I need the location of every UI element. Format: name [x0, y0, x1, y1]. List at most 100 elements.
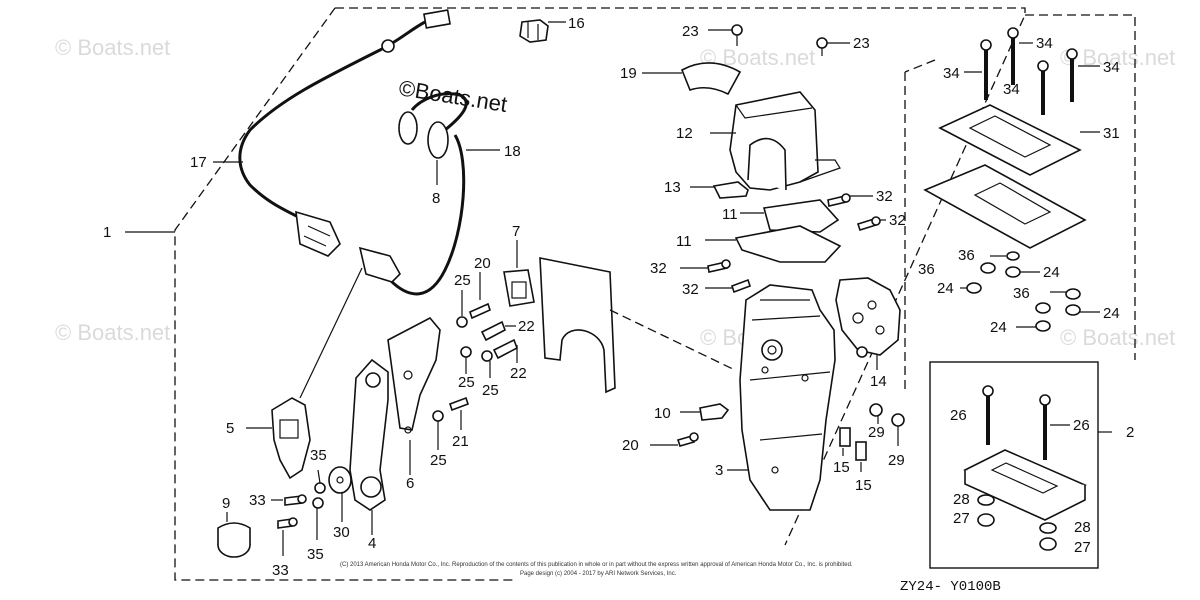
- watermark-main: ©Boats.net: [397, 75, 509, 117]
- callout-20a: 20: [474, 255, 491, 272]
- part-5-lever-cover: [246, 267, 363, 480]
- callout-24d: 24: [990, 319, 1007, 336]
- callout-24c: 24: [1103, 305, 1120, 322]
- diagram-code: ZY24- Y0100B: [900, 579, 1001, 595]
- callout-6: 6: [406, 475, 414, 492]
- part-7-grommet: [503, 240, 535, 307]
- callout-36c: 36: [1013, 285, 1030, 302]
- callout-22a: 22: [518, 318, 535, 335]
- callout-26b: 26: [1073, 417, 1090, 434]
- part-18-wire-harness: [358, 92, 500, 296]
- callout-13: 13: [664, 179, 681, 196]
- callout-25a: 25: [454, 272, 471, 289]
- hardware-20-25: [432, 272, 518, 450]
- part-6-bracket: [387, 316, 441, 475]
- nuts-washers-24-36: [960, 251, 1100, 332]
- callout-10: 10: [654, 405, 671, 422]
- callout-16: 16: [568, 15, 585, 32]
- callout-7: 7: [512, 223, 520, 240]
- callout-18: 18: [504, 143, 521, 160]
- callout-29b: 29: [888, 452, 905, 469]
- callout-20b: 20: [622, 437, 639, 454]
- callout-34b: 34: [1103, 59, 1120, 76]
- part-31-top-plate: [938, 104, 1100, 176]
- callout-14: 14: [870, 373, 887, 390]
- watermark-text: © Boats.net: [1060, 325, 1175, 350]
- callout-5: 5: [226, 420, 234, 437]
- assembly-outline-main: [174, 7, 1026, 581]
- callout-32a: 32: [876, 188, 893, 205]
- part-20-screw-lower: [650, 432, 699, 447]
- callout-17: 17: [190, 154, 207, 171]
- part-10-clamp: [680, 403, 730, 421]
- callout-2: 2: [1126, 424, 1134, 441]
- part-12-control-cover: [710, 91, 841, 191]
- callout-28a: 28: [953, 491, 970, 508]
- copyright-line-1: (C) 2013 American Honda Motor Co., Inc. …: [340, 562, 853, 568]
- callout-23a: 23: [682, 23, 699, 40]
- callout-27b: 27: [1074, 539, 1091, 556]
- screws-32: [680, 193, 886, 294]
- callout-27a: 27: [953, 510, 970, 527]
- watermark-text: © Boats.net: [55, 35, 170, 60]
- callout-8: 8: [432, 190, 440, 207]
- part-17-wire-harness: [213, 9, 451, 257]
- part-19-cover-strip: [642, 62, 742, 96]
- callout-15a: 15: [833, 459, 850, 476]
- bolts-left: [271, 469, 326, 556]
- callout-25c: 25: [482, 382, 499, 399]
- callout-34c: 34: [943, 65, 960, 82]
- part-13-clip: [690, 181, 749, 199]
- callout-12: 12: [676, 125, 693, 142]
- part-9-grip: [217, 512, 251, 558]
- callout-35a: 35: [310, 447, 327, 464]
- callout-24a: 24: [1043, 264, 1060, 281]
- callout-26a: 26: [950, 407, 967, 424]
- part-30-plate: [328, 466, 352, 522]
- callout-23b: 23: [853, 35, 870, 52]
- callout-1: 1: [103, 224, 111, 241]
- parts-15-29: [839, 403, 905, 472]
- callout-15b: 15: [855, 477, 872, 494]
- callout-4: 4: [368, 535, 376, 552]
- callout-33a: 33: [249, 492, 266, 509]
- part-11-plates: [705, 199, 842, 263]
- callout-29a: 29: [868, 424, 885, 441]
- part-4-lever-arm: [349, 358, 389, 535]
- part-8-switch: [398, 111, 449, 185]
- callout-21: 21: [452, 433, 469, 450]
- callout-3: 3: [715, 462, 723, 479]
- callout-32c: 32: [650, 260, 667, 277]
- part-3-control-housing: [727, 284, 836, 511]
- callout-36a: 36: [958, 247, 975, 264]
- part-16-clip: [519, 19, 566, 43]
- assembly-outline-top-plate: [904, 14, 1136, 390]
- watermark-text: © Boats.net: [55, 320, 170, 345]
- callout-11b: 11: [676, 233, 692, 250]
- callout-33b: 33: [272, 562, 289, 579]
- part-gasket-sheet: [539, 257, 736, 394]
- callout-36b: 36: [918, 261, 935, 278]
- callout-28b: 28: [1074, 519, 1091, 536]
- callout-22b: 22: [510, 365, 527, 382]
- callout-30: 30: [333, 524, 350, 541]
- callout-9: 9: [222, 495, 230, 512]
- callout-labels: 1 2 3 4 5 6 7 8 9 10 11 11 12 13 14 15 1…: [103, 15, 1134, 579]
- callout-25d: 25: [430, 452, 447, 469]
- callout-19: 19: [620, 65, 637, 82]
- callout-32d: 32: [682, 281, 699, 298]
- callout-34a: 34: [1036, 35, 1053, 52]
- part-14-cam-plate: [835, 277, 901, 370]
- screws-23: [708, 24, 850, 56]
- callout-24b: 24: [937, 280, 954, 297]
- callout-35b: 35: [307, 546, 324, 563]
- bolts-34: [964, 27, 1100, 115]
- callout-32b: 32: [889, 212, 906, 229]
- kit-box-2: [929, 361, 1099, 569]
- callout-25b: 25: [458, 374, 475, 391]
- callout-34d: 34: [1003, 81, 1020, 98]
- callout-11a: 11: [722, 206, 738, 223]
- kit-2-parts: [963, 385, 1112, 551]
- part-gasket-plate: [923, 164, 1087, 249]
